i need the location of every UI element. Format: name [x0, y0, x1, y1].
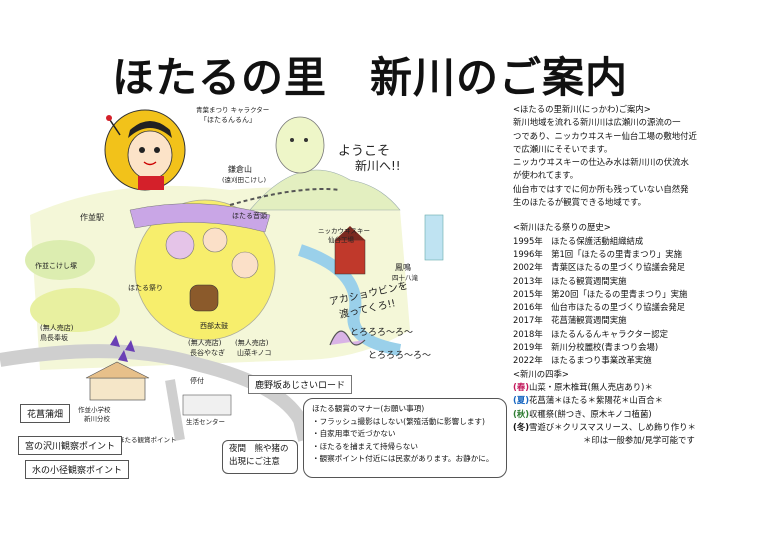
night-warning-line2: 出現にご注意 — [229, 457, 280, 467]
history-item: 2018年 ほたるんるんキャラクター認定 — [513, 328, 668, 339]
history-item: 2019年 新川分校麗校(青まつり会場) — [513, 342, 659, 353]
mountain — [249, 169, 401, 211]
season-tag: (秋) — [513, 408, 530, 419]
history-item: 2002年 青葉区ほたるの里づくり協議会発足 — [513, 262, 686, 273]
shinkawa-river — [298, 244, 402, 356]
label-mujin-1: (無人売店) — [40, 323, 74, 332]
label-kamakura-sub: (遠刈田こけし) — [222, 175, 266, 184]
label-hotaru-ondo: ほたる音頭 — [232, 211, 267, 220]
night-warning-box: 夜間 熊や猪の 出現にご注意 — [222, 440, 298, 474]
label-mujin-2-sub: 長谷やなぎ — [190, 348, 225, 357]
label-mujin-1-sub: 鳥長奉坂 — [40, 333, 68, 342]
label-hotaru-matsuri: ほたる祭り — [128, 283, 163, 292]
intro-line: 新川地域を流れる新川川は広瀬川の源流の一 — [513, 117, 681, 128]
character-caption-1: 青葉まつり キャラクター — [196, 105, 269, 114]
season-tag: (夏) — [513, 395, 530, 406]
intro-line: 生のほたるが観賞できる地域です。 — [513, 197, 646, 208]
intro-line: が使われてます。 — [513, 170, 579, 181]
label-kamakura: 鎌倉山 — [228, 164, 252, 174]
character-caption-2: 「ほたるんるん」 — [200, 116, 256, 124]
page-title: ほたるの里 新川のご案内 — [112, 53, 629, 102]
iris-flowers — [110, 335, 135, 362]
season-text: 収穫祭(餅つき、原木キノコ植菌) — [529, 408, 652, 419]
label-mujin-3-sub: 山菜キノコ — [237, 348, 272, 357]
callout-hanashobu: 花菖蒲畑 — [20, 404, 71, 423]
label-torotoro-1: とろろろ〜ろ〜 — [350, 327, 413, 338]
lavender-field — [129, 203, 271, 233]
season-text: 雪遊び＊クリスマスリース、しめ飾り作り＊ — [529, 421, 696, 432]
label-nikka: ニッカウヰスキー — [318, 227, 370, 235]
history-item: 1995年 ほたる保護活動組織結成 — [513, 235, 644, 246]
manners-box: ほたる観賞のマナー(お願い事項) ・フラッシュ撮影はしない(繁殖活動に影響します… — [303, 398, 507, 478]
welcome-1: ようこそ — [338, 144, 390, 159]
hotarunrun-character — [104, 109, 186, 191]
season-tag: (春) — [513, 381, 530, 392]
season-winter: (冬)雪遊び＊クリスマスリース、しめ飾り作り＊ — [513, 421, 761, 434]
label-mujin-2: (無人売店) — [188, 338, 222, 347]
manners-item: ・自家用車で近づかない — [312, 429, 396, 438]
intro-line: ニッカウヰスキーの仕込み水は新川川の伏流水 — [513, 157, 689, 168]
intro-line: で広瀬川にそそいでます。 — [513, 143, 613, 154]
season-autumn: (秋)収穫祭(餅つき、原木キノコ植菌) — [513, 408, 761, 421]
label-center: 生活センター — [186, 417, 225, 426]
season-summer: (夏)花菖蒲＊ほたる＊紫陽花＊山百合＊ — [513, 394, 761, 407]
label-sakunami-station: 作並駅 — [80, 212, 104, 222]
seasons-heading: <新川の四季> — [513, 368, 569, 379]
label-mujin-3: (無人売店) — [235, 338, 269, 347]
callout-ashiwa-road: 鹿野坂あじさいロード — [248, 375, 353, 394]
manners-item: ・ほたるを捕まえて持帰らない — [312, 441, 418, 451]
label-nishiya: 西部太鼓 — [200, 321, 228, 330]
label-school-sub: 新川分校 — [84, 414, 111, 423]
history-item: 2022年 ほたるまつり事業改革実施 — [513, 355, 652, 366]
illustrated-map: 青葉まつり キャラクター 「ほたるんるん」 ようこそ 新川へ!! 鎌倉山 (遠刈… — [0, 105, 444, 444]
manners-item: ・フラッシュ撮影はしない(繁殖活動に影響します) — [312, 416, 485, 426]
history-list: 1995年 ほたる保護活動組織結成 1996年 第1回「ほたるの里青まつり」実施… — [513, 235, 761, 368]
history-item: 2013年 ほたる観賞週間実施 — [513, 275, 627, 286]
main-road — [0, 344, 312, 442]
label-torotoro-2: とろろろ〜ろ〜 — [368, 350, 431, 361]
season-spring: (春)山菜・原木椎茸(無人売店あり)＊ — [513, 381, 761, 394]
callout-mizu-no-komichi: 水の小径観察ポイント — [25, 460, 130, 479]
history-item: 1996年 第1回「ほたるの里青まつり」実施 — [513, 248, 683, 259]
manners-item: ・観察ポイント付近には民家があります。お静かに。 — [312, 454, 494, 463]
intro-heading: <ほたるの里新川(にっかわ)ご案内> — [513, 104, 651, 114]
history-item: 2017年 花菖蒲観賞週間実施 — [513, 315, 627, 326]
history-heading: <新川ほたる祭りの歴史> — [513, 222, 611, 233]
footnote: ＊印は一般参加/見学可能です — [583, 435, 695, 446]
label-keikoku-sub: 四十八滝 — [392, 273, 419, 282]
label-bus: 停付 — [190, 376, 204, 385]
info-column: <ほたるの里新川(にっかわ)ご案内> 新川地域を流れる新川川は広瀬川の源流の一 … — [513, 103, 761, 447]
label-kokeshi: 作並こけし塚 — [35, 261, 77, 270]
school-building — [85, 361, 150, 401]
nikka-factory — [334, 226, 366, 275]
label-nikka-sub: 仙台工場 — [328, 235, 355, 244]
history-item: 2016年 仙台市ほたるの里づくり協議会発足 — [513, 302, 686, 313]
manners-title: ほたる観賞のマナー(お願い事項) — [312, 404, 425, 413]
season-text: 花菖蒲＊ほたる＊紫陽花＊山百合＊ — [529, 395, 664, 406]
center-building — [182, 394, 232, 416]
intro-line: 仙台市ではすでに何か所も残っていない自然発 — [513, 183, 689, 194]
label-keikoku: 鳳鳴 — [395, 262, 411, 272]
intro-line: つであり、ニッカウヰスキー仙台工場の敷地付近 — [513, 130, 697, 141]
label-school: 作並小学校 — [78, 405, 111, 414]
label-hotaru-point: ほたる観賞ポイント — [118, 435, 177, 444]
history-item: 2015年 第20回「ほたるの里青まつり」実施 — [513, 288, 688, 299]
season-tag: (冬) — [513, 421, 530, 432]
waterfall — [424, 214, 444, 261]
night-warning-line1: 夜間 熊や猪の — [229, 444, 289, 454]
taiko-drum — [189, 284, 219, 312]
season-text: 山菜・原木椎茸(無人売店あり)＊ — [529, 381, 653, 392]
hotaru-ghost — [275, 116, 325, 174]
bird-figure — [329, 330, 366, 346]
welcome-2: 新川へ!! — [355, 158, 401, 173]
callout-miyanosawa: 宮の沢川観察ポイント — [18, 436, 123, 455]
